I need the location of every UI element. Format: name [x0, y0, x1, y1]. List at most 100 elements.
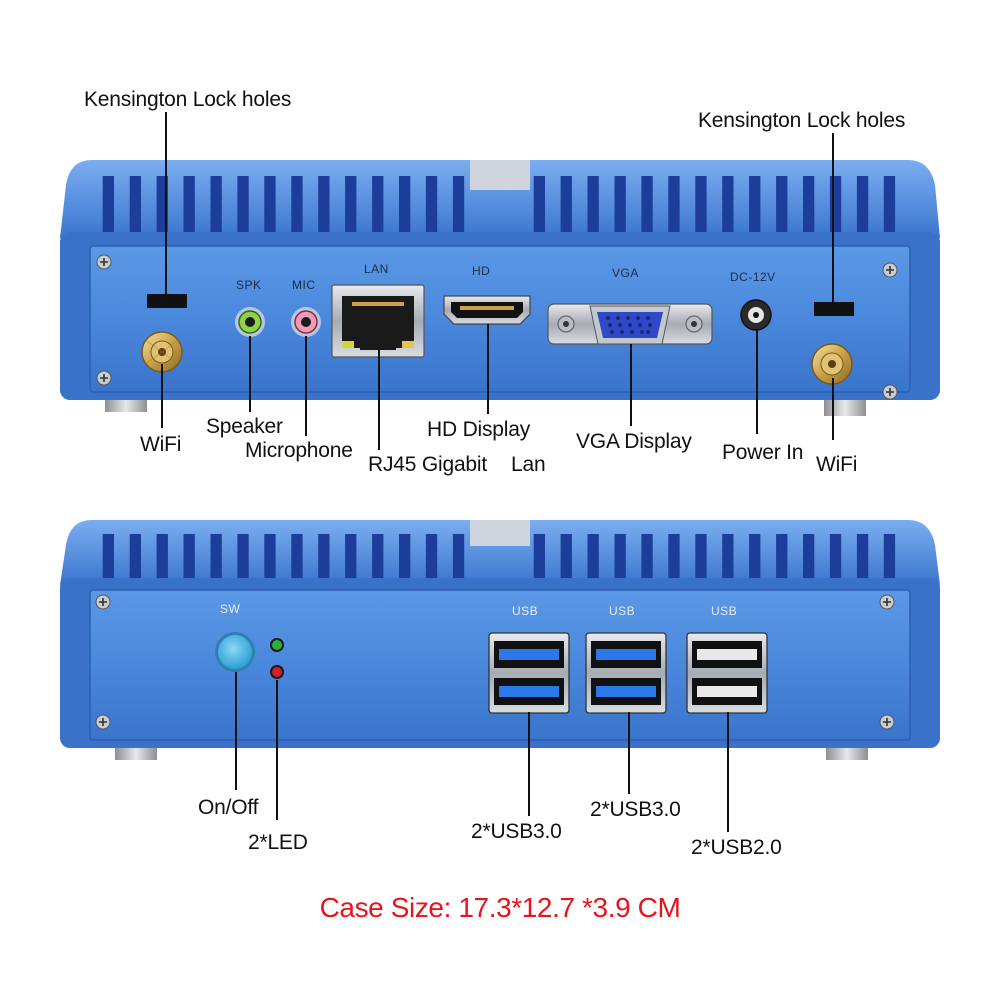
heatsink-fin: [560, 534, 572, 582]
leader-lock-right: [832, 133, 834, 305]
heatsink-fin: [102, 534, 114, 582]
heatsink-fin: [695, 176, 707, 236]
screw-icon: [96, 254, 898, 400]
callout-on-off: On/Off: [198, 796, 259, 819]
heatsink-fin: [291, 534, 303, 582]
callout-led: 2*LED: [248, 831, 308, 854]
sw-label: SW: [220, 602, 241, 616]
front-case: [60, 520, 940, 760]
callout-wifi-left: WiFi: [140, 433, 182, 456]
callout-rj45: RJ45 Gigabit: [368, 453, 487, 476]
heatsink-fin: [776, 534, 788, 582]
kensington-slot-icon: [147, 294, 187, 308]
usb-label-3: USB: [711, 604, 738, 618]
heatsink-fin: [533, 176, 545, 236]
callout-microphone: Microphone: [245, 439, 353, 462]
heatsink-fin: [372, 534, 384, 582]
led-icon: [270, 638, 284, 679]
heatsink-fin: [425, 534, 438, 582]
leader-wifi-left: [161, 364, 163, 428]
power-button-icon: [215, 632, 255, 672]
callout-usb2: 2*USB2.0: [691, 836, 782, 859]
usb-port-icon: [686, 632, 768, 714]
heatsink-fin: [776, 176, 788, 236]
heatsink-fin: [452, 534, 465, 582]
dc-label: DC-12V: [730, 270, 776, 284]
heatsink-fin: [668, 176, 680, 236]
wifi-antenna-connector-icon: [141, 331, 183, 373]
leader-on-off: [235, 672, 237, 790]
heatsink-fin: [156, 176, 168, 236]
callout-lock-right: Kensington Lock holes: [698, 109, 906, 132]
heatsink-fin: [695, 534, 707, 582]
dc-jack-icon: [740, 299, 772, 331]
heatsink-fin: [749, 176, 761, 236]
leader-rj45: [378, 350, 380, 450]
heatsink-fin: [291, 176, 303, 236]
usb-port-icon: [488, 632, 570, 714]
usb-label-1: USB: [512, 604, 539, 618]
leader-power: [756, 330, 758, 434]
heatsink-fin: [318, 176, 330, 236]
heatsink-fin: [210, 176, 222, 236]
heatsink-fin: [345, 534, 357, 582]
rear-case: [60, 160, 940, 416]
callout-lan: Lan: [511, 453, 546, 476]
spk-label: SPK: [236, 278, 262, 292]
heatsink-fin: [399, 176, 411, 236]
callout-power-in: Power In: [722, 441, 804, 464]
leader-microphone: [305, 336, 307, 436]
callout-usb3-b: 2*USB3.0: [590, 798, 681, 821]
audio-jack-icon: [291, 307, 321, 337]
audio-jack-icon: [235, 307, 265, 337]
heatsink-fin: [614, 534, 626, 582]
heatsink-fin: [237, 176, 249, 236]
heatsink-fin: [829, 176, 842, 236]
heatsink-fin: [183, 534, 195, 582]
heatsink-fin: [318, 534, 330, 582]
heatsink-fin: [587, 534, 599, 582]
heatsink-fin: [829, 534, 842, 582]
heatsink-fin: [372, 176, 384, 236]
heatsink-fin: [425, 176, 438, 236]
callout-speaker: Speaker: [206, 415, 283, 438]
heatsink-fin: [102, 176, 114, 236]
leader-wifi-right: [832, 378, 834, 440]
heatsink-fin: [345, 176, 357, 236]
leader-usb2: [727, 712, 729, 832]
case-size-caption: Case Size: 17.3*12.7 *3.9 CM: [319, 892, 681, 923]
heatsink-fin: [587, 176, 599, 236]
callout-vga-display: VGA Display: [576, 430, 692, 453]
callout-hd-display: HD Display: [427, 418, 531, 441]
heatsink-fin: [803, 176, 815, 236]
kensington-slot-icon: [814, 302, 854, 316]
heatsink-fin: [883, 176, 896, 236]
leader-vga: [630, 344, 632, 426]
heatsink-fin: [668, 534, 680, 582]
usb-label-2: USB: [609, 604, 636, 618]
vga-port-icon: [547, 303, 713, 345]
heatsink-fin: [883, 534, 896, 582]
callout-wifi-right: WiFi: [816, 453, 858, 476]
heatsink-fin: [129, 534, 141, 582]
heatsink-fin: [452, 176, 465, 236]
leader-speaker: [249, 336, 251, 412]
heatsink-fin: [129, 176, 141, 236]
leader-usb3-b: [628, 712, 630, 794]
heatsink-fin: [856, 176, 869, 236]
hdmi-port-icon: [443, 295, 531, 325]
heatsink-fin: [560, 176, 572, 236]
heatsink-fin: [533, 534, 545, 582]
heatsink-fin: [722, 176, 734, 236]
heatsink-fin: [856, 534, 869, 582]
heatsink-fin: [614, 176, 626, 236]
heatsink-fin: [156, 534, 168, 582]
mic-label: MIC: [292, 278, 316, 292]
rj45-port-icon: [331, 284, 425, 358]
leader-lock-left: [165, 112, 167, 296]
heatsink-fin: [237, 534, 249, 582]
heatsink-fin: [264, 176, 276, 236]
heatsink-fin: [641, 176, 653, 236]
